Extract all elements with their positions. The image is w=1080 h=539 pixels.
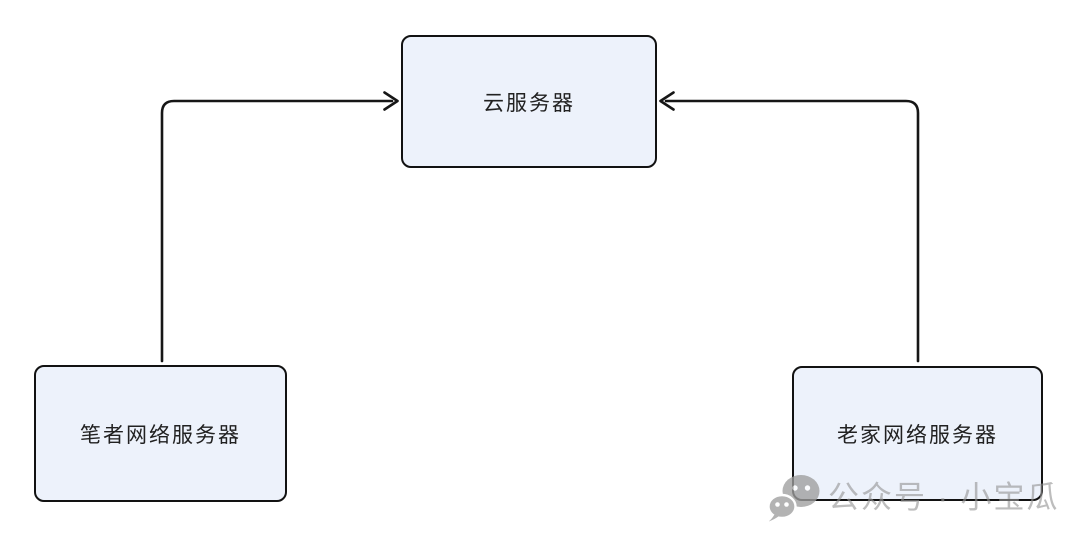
node-cloud-server: 云服务器 [401, 35, 657, 168]
node-label: 笔者网络服务器 [80, 423, 241, 447]
edge-hometown-to-cloud [659, 91, 920, 363]
edge-author-to-cloud [160, 91, 399, 363]
node-hometown-network-server: 老家网络服务器 [792, 366, 1043, 501]
node-author-network-server: 笔者网络服务器 [34, 365, 287, 502]
arrowhead-left-icon [659, 91, 675, 111]
node-label: 云服务器 [483, 91, 575, 115]
node-label: 老家网络服务器 [837, 423, 998, 447]
arrowhead-right-icon [383, 91, 399, 111]
